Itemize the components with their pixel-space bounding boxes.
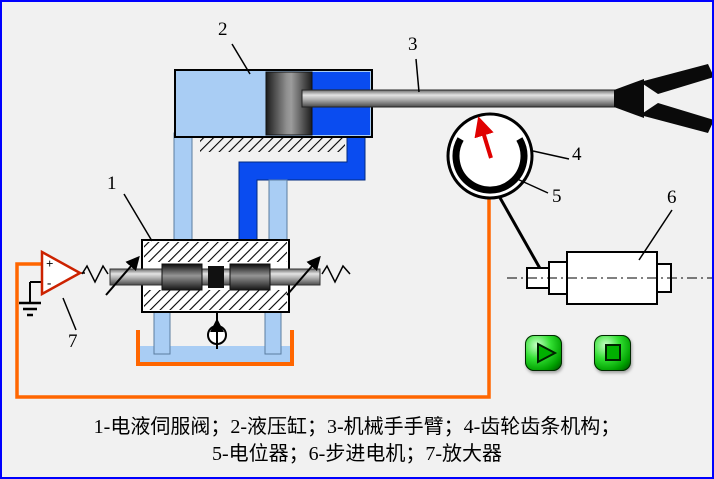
spool-land-left [161, 263, 203, 291]
spring-left [81, 264, 109, 284]
label-2-hydraulic-cylinder: 2 [218, 19, 228, 40]
label-4-gear-rack: 4 [572, 144, 582, 165]
label-1-servo-valve: 1 [107, 173, 117, 194]
spring-right [321, 264, 351, 284]
gripper-upper-jaw [640, 64, 712, 94]
tank-fluid [140, 346, 290, 364]
return-pipe-left [153, 311, 171, 355]
stepper-motor [507, 251, 712, 305]
amplifier: + - [19, 249, 85, 317]
potentiometer-track [452, 137, 528, 194]
play-icon [537, 342, 558, 364]
potentiometer-needle [474, 116, 494, 159]
leader-5 [514, 177, 549, 194]
gripper-lower-jaw [640, 103, 712, 133]
amp-minus-sign: - [47, 275, 51, 290]
leader-7 [62, 297, 77, 331]
amp-plus-sign: + [46, 256, 53, 271]
solenoid-arrow-right [286, 255, 321, 296]
oil-tank [136, 330, 294, 366]
leader-4 [532, 150, 570, 160]
caption-line-1: 1-电液伺服阀；2-液压缸；3-机械手手臂；4-齿轮齿条机构； [93, 416, 621, 438]
servo-valve [109, 239, 321, 313]
label-7-amplifier: 7 [68, 331, 78, 352]
gripper [614, 64, 712, 133]
supply-pipe-left [173, 132, 193, 241]
spool-land-right [229, 263, 271, 291]
play-button[interactable] [525, 335, 562, 371]
solenoid-arrow-left [105, 255, 140, 296]
return-pipe-right [264, 311, 282, 355]
leader-1 [123, 193, 153, 242]
potentiometer-link [497, 195, 544, 273]
gripper-neck [614, 79, 644, 118]
caption-line-2: 5-电位器；6-步进电机；7-放大器 [212, 443, 502, 465]
manipulator-arm [301, 89, 621, 108]
supply-pipe-right [268, 179, 288, 241]
leader-2 [231, 43, 251, 75]
leader-3 [415, 58, 420, 93]
amp-triangle [40, 249, 83, 297]
valve-wall-top [144, 242, 287, 262]
spool-center-block [208, 266, 224, 288]
figure-caption: 1-电液伺服阀；2-液压缸；3-机械手手臂；4-齿轮齿条机构； 5-电位器；6-… [2, 414, 712, 468]
label-3-manipulator-arm: 3 [408, 34, 418, 55]
valve-wall-bottom [144, 290, 287, 310]
stop-icon [605, 344, 621, 361]
cylinder-mount-hatch [200, 137, 345, 152]
stop-button[interactable] [594, 335, 631, 371]
feedback-wire [15, 198, 491, 399]
label-6-stepper-motor: 6 [667, 187, 677, 208]
potentiometer-dial [446, 112, 534, 200]
leader-6 [638, 209, 673, 261]
label-5-potentiometer: 5 [552, 186, 562, 207]
